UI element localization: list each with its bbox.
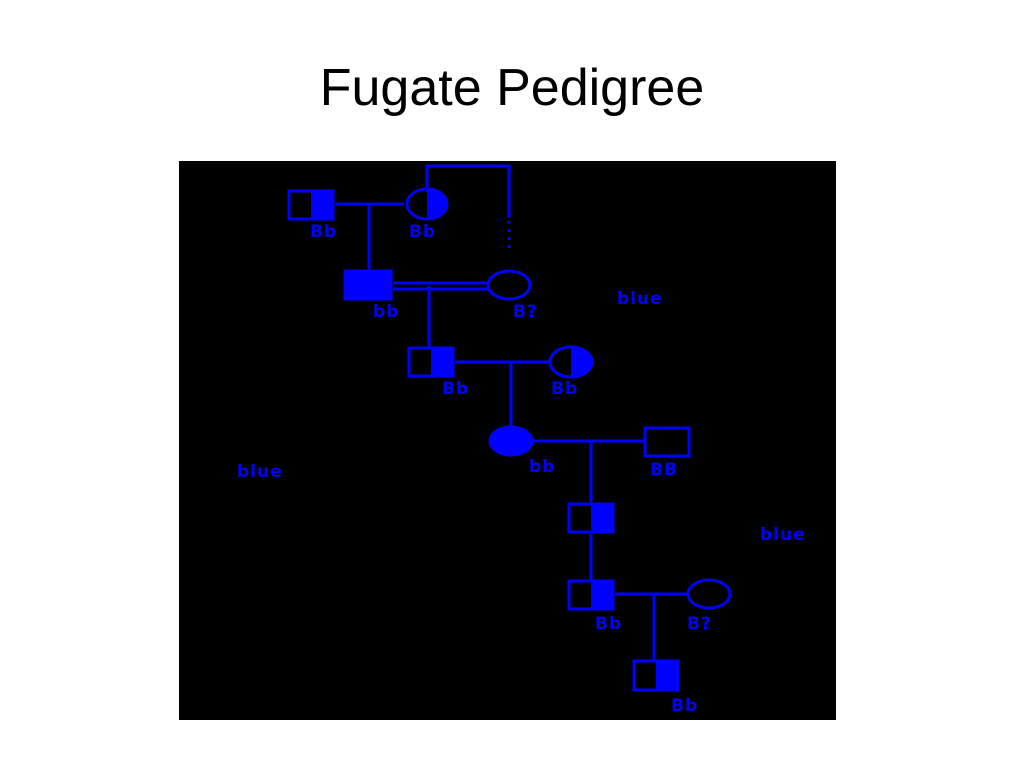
g7-male-genotype: Bb xyxy=(671,696,698,716)
g4-female-genotype: bb xyxy=(529,457,555,477)
g3-female-symbol xyxy=(548,345,594,379)
g1-male-genotype: Bb xyxy=(310,222,337,242)
consanguinity-line xyxy=(425,164,511,218)
g3-male-symbol xyxy=(407,346,455,378)
g2-female-genotype: B? xyxy=(513,302,538,322)
blue-note-upper: blue xyxy=(617,289,663,309)
g4-female-symbol xyxy=(488,425,534,457)
g6-female-symbol xyxy=(686,578,732,610)
g6-male-genotype: Bb xyxy=(595,614,622,634)
g2-male-genotype: bb xyxy=(373,302,399,322)
g4-male-genotype: BB xyxy=(650,460,678,480)
g2-male-symbol xyxy=(343,269,393,301)
g3-male-genotype: Bb xyxy=(442,379,469,399)
slide-title: Fugate Pedigree xyxy=(319,59,705,117)
blue-note-right: blue xyxy=(760,525,806,545)
g5-male-symbol xyxy=(567,502,615,534)
g7-male-symbol xyxy=(632,659,680,692)
g2-female-symbol xyxy=(486,269,532,301)
g1-female-symbol xyxy=(405,187,449,221)
g4-male-symbol xyxy=(643,426,691,458)
g3-female-genotype: Bb xyxy=(551,379,578,399)
g6-female-genotype: B? xyxy=(687,614,712,634)
pedigree-chart: Bb Bb bb B? Bb Bb bb BB xyxy=(179,161,836,720)
blue-note-left: blue xyxy=(237,462,283,482)
pedigree-lines xyxy=(335,164,688,660)
g1-female-genotype: Bb xyxy=(409,222,436,242)
g1-male-symbol xyxy=(287,189,335,221)
g6-male-symbol xyxy=(567,579,615,611)
